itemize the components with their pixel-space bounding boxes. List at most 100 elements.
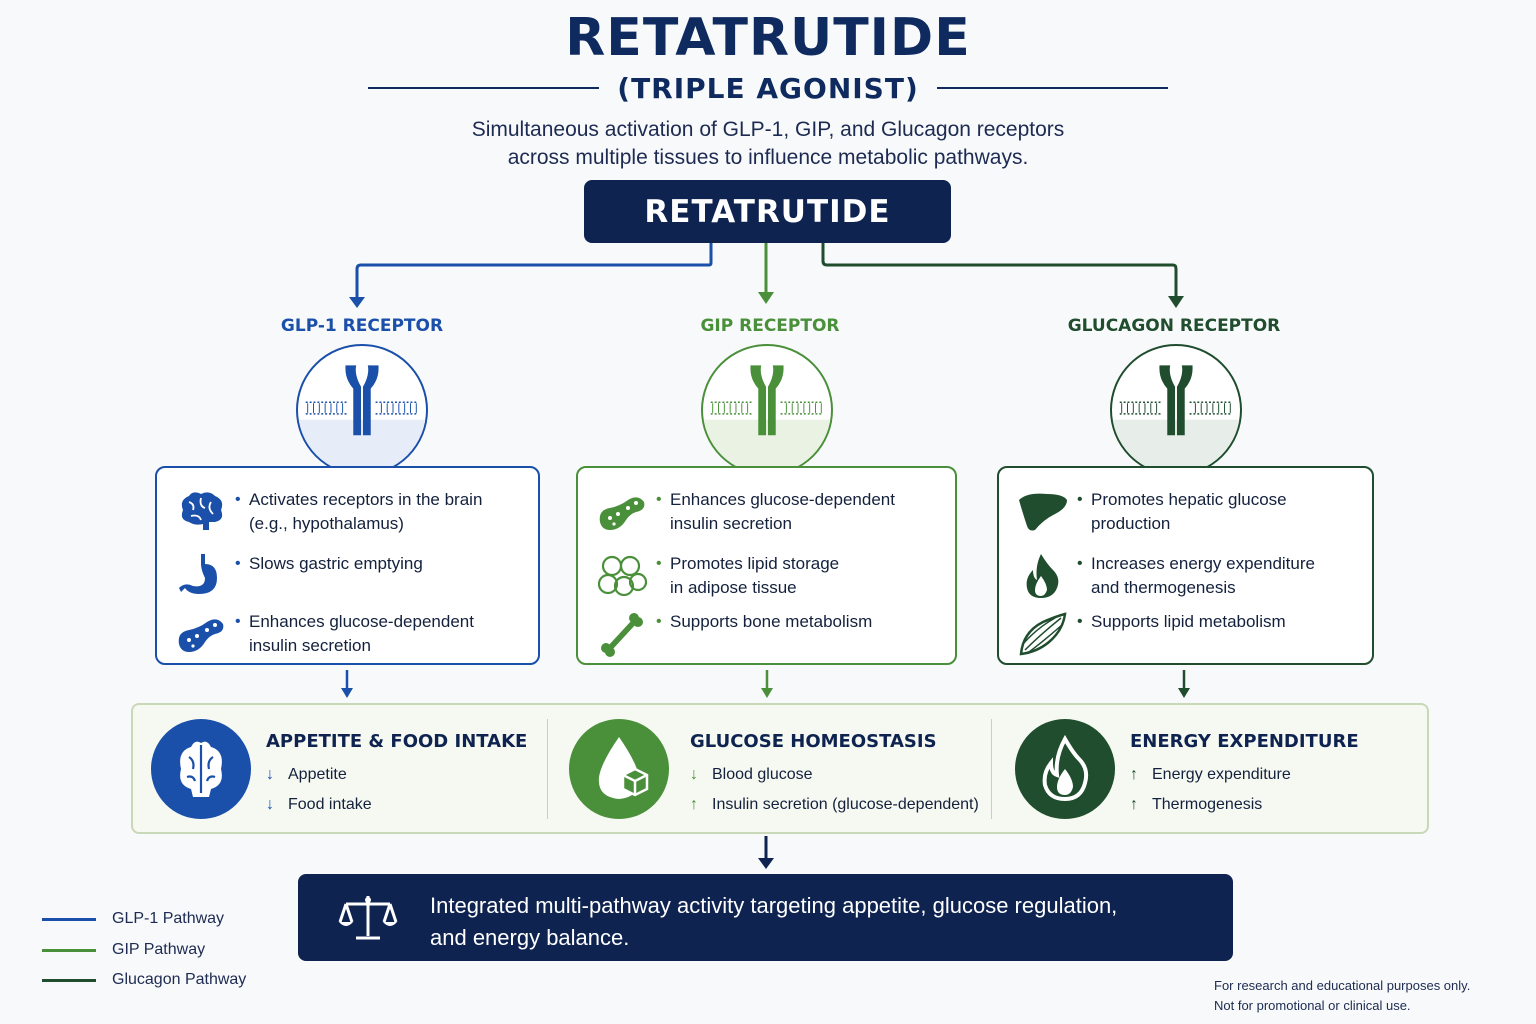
down-arrow-icon: ↓ xyxy=(266,766,274,783)
subtitle-rule-left xyxy=(368,87,600,89)
glucagon-arrowhead xyxy=(1168,296,1184,308)
legend-label: Glucagon Pathway xyxy=(112,971,247,988)
glucagon-down-arrowhead xyxy=(1178,688,1190,698)
bullet: • xyxy=(1077,613,1083,630)
list-item: • Activates receptors in the brain (e.g.,… xyxy=(175,488,520,546)
gip-down-arrowhead xyxy=(761,688,773,698)
legend-item-glp1: GLP-1 Pathway xyxy=(42,910,224,928)
legend-label: GLP-1 Pathway xyxy=(112,910,225,927)
item-text: Promotes hepatic glucose production xyxy=(1091,488,1287,536)
effect-line-text: Insulin secretion (glucose-dependent) xyxy=(712,796,979,813)
stomach-icon xyxy=(175,552,235,602)
summary-arrowhead xyxy=(758,858,774,869)
up-arrow-icon: ↑ xyxy=(1130,796,1138,813)
balance-scale-icon xyxy=(338,896,398,940)
bullet: • xyxy=(1077,555,1083,572)
effect-line-text: Energy expenditure xyxy=(1152,766,1291,783)
glp1-receptor-title: GLP-1 RECEPTOR xyxy=(280,316,444,336)
item-line: production xyxy=(1091,514,1171,533)
brain-icon xyxy=(151,719,251,819)
summary-line-2: and energy balance. xyxy=(430,925,630,950)
drug-box: RETATRUTIDE xyxy=(584,180,951,243)
item-text: Increases energy expenditure and thermoge… xyxy=(1091,552,1315,600)
effect-line-text: Food intake xyxy=(288,796,372,813)
glucose-effect-title: GLUCOSE HOMEOSTASIS xyxy=(690,731,937,752)
gip-arrowhead xyxy=(758,292,774,304)
glucose-drop-icon xyxy=(569,719,669,819)
effects-divider xyxy=(547,719,548,819)
energy-effect-title: ENERGY EXPENDITURE xyxy=(1130,731,1359,752)
gip-receptor-title: GIP RECEPTOR xyxy=(700,316,840,336)
appetite-effect-title: APPETITE & FOOD INTAKE xyxy=(266,731,528,752)
item-text: Supports bone metabolism xyxy=(670,610,872,634)
list-item: • Promotes hepatic glucose production xyxy=(1017,488,1354,546)
effect-line: ↑Energy expenditure xyxy=(1130,766,1291,784)
item-text: Enhances glucose-dependent insulin secret… xyxy=(670,488,895,536)
list-item: • Slows gastric emptying xyxy=(175,552,520,610)
bullet: • xyxy=(235,613,241,630)
legend-swatch xyxy=(42,978,96,982)
effect-line: ↑ Insulin secretion (glucose-dependent) xyxy=(690,796,979,814)
bullet: • xyxy=(235,491,241,508)
item-line: insulin secretion xyxy=(670,514,792,533)
legend-swatch xyxy=(42,917,96,921)
pancreas-icon xyxy=(596,488,656,538)
item-line: Activates receptors in the brain xyxy=(249,490,483,509)
appetite-effect: APPETITE & FOOD INTAKE ↓Appetite ↓ Food i… xyxy=(133,705,545,832)
down-arrow-icon: ↓ xyxy=(266,796,274,813)
glucose-effect: GLUCOSE HOMEOSTASIS ↓ Blood glucose ↑ Insu… xyxy=(549,705,989,832)
glucagon-connector xyxy=(821,243,1178,298)
glp1-effects-card: • Activates receptors in the brain (e.g.,… xyxy=(155,466,540,665)
item-text: Activates receptors in the brain (e.g., h… xyxy=(249,488,482,536)
item-line: in adipose tissue xyxy=(670,578,797,597)
bullet: • xyxy=(656,555,662,572)
item-line: Enhances glucose-dependent xyxy=(249,612,474,631)
item-line: (e.g., hypothalamus) xyxy=(249,514,404,533)
description-line-2: across multiple tissues to influence met… xyxy=(507,146,1029,169)
legend-label: GIP Pathway xyxy=(112,941,206,958)
glucagon-receptor-title: GLUCAGON RECEPTOR xyxy=(1067,316,1281,336)
list-item: • Supports bone metabolism xyxy=(596,610,937,668)
flame-icon xyxy=(1017,552,1077,602)
liver-icon xyxy=(1017,488,1077,538)
gip-effects-card: • Enhances glucose-dependent insulin secr… xyxy=(576,466,957,665)
bullet: • xyxy=(656,613,662,630)
summary-box: Integrated multi-pathway activity target… xyxy=(298,874,1233,961)
legend-swatch xyxy=(42,948,96,952)
glp1-connector xyxy=(355,243,713,300)
bone-icon xyxy=(596,610,656,660)
effect-line: ↓Appetite xyxy=(266,766,347,784)
item-line: Increases energy expenditure xyxy=(1091,554,1315,573)
item-text: Slows gastric emptying xyxy=(249,552,423,576)
flame-icon xyxy=(1015,719,1115,819)
item-text: Supports lipid metabolism xyxy=(1091,610,1286,634)
list-item: • Enhances glucose-dependent insulin secr… xyxy=(596,488,937,546)
item-line: Supports lipid metabolism xyxy=(1091,612,1286,631)
subtitle-rule-right xyxy=(936,87,1169,89)
legend-item-gip: GIP Pathway xyxy=(42,941,205,959)
effect-line-text: Thermogenesis xyxy=(1152,796,1263,813)
item-line: and thermogenesis xyxy=(1091,578,1236,597)
effect-line-text: Blood glucose xyxy=(712,766,813,783)
adipose-cells-icon xyxy=(596,552,656,602)
summary-text: Integrated multi-pathway activity target… xyxy=(430,890,1210,954)
glp1-down-arrowhead xyxy=(341,688,353,698)
item-line: Enhances glucose-dependent xyxy=(670,490,895,509)
subtitle: (TRIPLE AGONIST) xyxy=(617,71,919,105)
item-line: Slows gastric emptying xyxy=(249,554,423,573)
bullet: • xyxy=(656,491,662,508)
legend-item-glucagon: Glucagon Pathway xyxy=(42,971,246,989)
bullet: • xyxy=(1077,491,1083,508)
list-item: • Increases energy expenditure and thermo… xyxy=(1017,552,1354,610)
glucagon-effects-card: • Promotes hepatic glucose production • I… xyxy=(997,466,1374,665)
up-arrow-icon: ↑ xyxy=(690,796,698,813)
effect-line: ↓ Blood glucose xyxy=(690,766,813,784)
description-line-1: Simultaneous activation of GLP-1, GIP, a… xyxy=(471,118,1065,141)
item-line: Promotes hepatic glucose xyxy=(1091,490,1287,509)
list-item: • Supports lipid metabolism xyxy=(1017,610,1354,668)
gip-receptor-icon xyxy=(701,344,833,476)
down-arrow-icon: ↓ xyxy=(690,766,698,783)
